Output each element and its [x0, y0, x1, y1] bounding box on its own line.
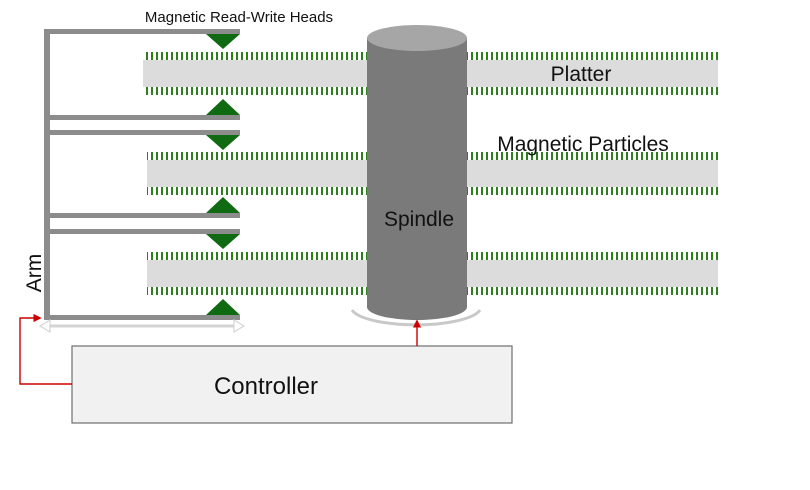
platter-label: Platter	[551, 63, 612, 86]
head-up-2	[206, 197, 240, 213]
arm-branch	[44, 130, 240, 135]
particles-label: Magnetic Particles	[497, 133, 669, 156]
arm-assembly	[44, 29, 240, 320]
controller-label: Controller	[214, 373, 318, 400]
arm-branch	[44, 213, 240, 218]
controller-to-arm-signal	[19, 313, 72, 385]
head-down-3	[206, 234, 240, 249]
head-up-1	[206, 99, 240, 115]
arm-branch	[44, 229, 240, 234]
head-down-2	[206, 135, 240, 150]
arm-label: Arm	[23, 254, 46, 293]
head-down-1	[206, 34, 240, 49]
arm-branch	[44, 115, 240, 120]
arm-branch	[44, 29, 240, 34]
arm-movement-arrow	[38, 318, 246, 334]
heads-label: Magnetic Read-Write Heads	[145, 9, 333, 26]
spindle	[350, 25, 482, 327]
arm-branch	[44, 315, 240, 320]
read-write-heads	[206, 34, 240, 315]
spindle-label: Spindle	[384, 208, 454, 231]
arm-spine	[44, 29, 50, 320]
head-up-3	[206, 299, 240, 315]
